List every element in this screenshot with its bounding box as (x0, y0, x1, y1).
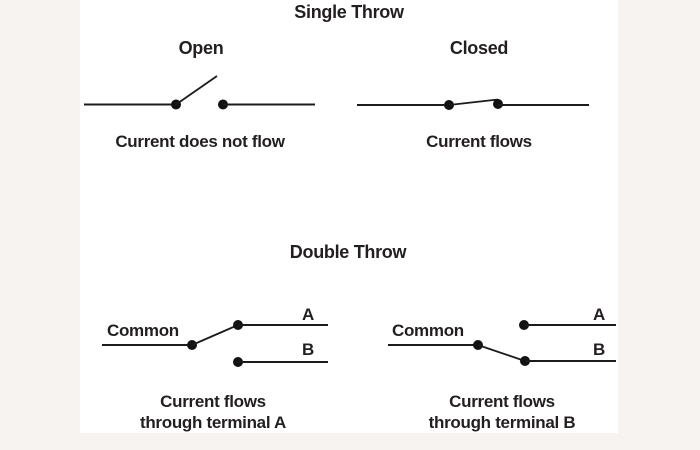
open-switch-drawing (84, 75, 315, 110)
double-throw-a-caption: Current flows through terminal A (113, 391, 313, 433)
switch-arm-open (175, 75, 218, 106)
caption-line-2: through terminal B (428, 413, 576, 432)
double-throw-title: Double Throw (289, 242, 407, 262)
closed-switch-label: Closed (449, 38, 509, 58)
terminal-a-label: A (302, 305, 314, 324)
terminal-b-label: B (593, 340, 605, 359)
caption-line-2: through terminal A (139, 413, 287, 432)
switch-arm-to-a (191, 324, 239, 346)
double-throw-b-caption: Current flows through terminal B (402, 391, 602, 433)
switch-arm-to-b (477, 344, 526, 362)
closed-switch-drawing (357, 98, 589, 110)
terminal-b-label: B (302, 340, 314, 359)
single-throw-title: Single Throw (294, 2, 404, 22)
open-switch-caption: Current does not flow (115, 132, 285, 151)
closed-switch-caption: Current flows (426, 132, 532, 151)
common-terminal-label: Common (392, 321, 464, 340)
double-throw-a-drawing (102, 320, 328, 367)
switch-arm-closed (448, 98, 499, 106)
common-terminal-label: Common (107, 321, 179, 340)
caption-line-1: Current flows (449, 392, 555, 411)
caption-line-1: Current flows (160, 392, 266, 411)
double-throw-b-drawing (388, 320, 616, 366)
open-switch-label: Open (178, 38, 224, 58)
terminal-a-label: A (593, 305, 605, 324)
